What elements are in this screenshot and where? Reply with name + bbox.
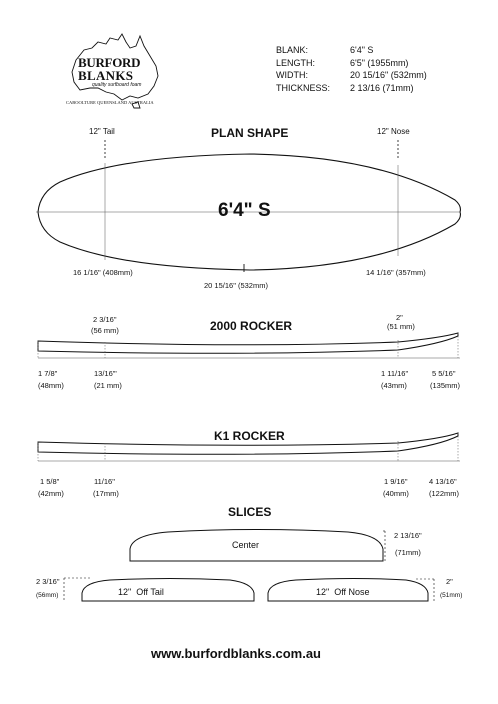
spec-label-thickness: THICKNESS:	[276, 82, 331, 93]
rocker-k1-tail12: 11/16"	[94, 477, 115, 486]
logo-line1: BURFORD	[78, 55, 141, 70]
spec-value-blank: 6'4" S	[350, 45, 374, 55]
rocker-2000-profile	[37, 332, 460, 359]
slice-tail-label: 12" Off Tail	[118, 587, 164, 597]
rocker-2000-tail12: 13/16"'	[94, 369, 117, 378]
rocker-k1-profile	[37, 432, 460, 462]
slice-center-thick: 2 13/16"	[394, 531, 422, 540]
slice-nose-thick-mm: (51mm)	[440, 592, 463, 599]
slice-center-thick-mm: (71mm)	[395, 548, 421, 557]
plan-center-width: 20 15/16" (532mm)	[204, 281, 268, 290]
slice-tail-shape	[63, 577, 255, 602]
plan-shape-title: PLAN SHAPE	[211, 126, 289, 140]
rocker-2000-title: 2000 ROCKER	[210, 319, 293, 333]
plan-center-label: 6'4" S	[218, 200, 271, 221]
rocker-k1-title: K1 ROCKER	[214, 429, 285, 443]
slice-tail-thick-mm: (56mm)	[36, 592, 59, 599]
rocker-k1-nose-end: 4 13/16"	[429, 477, 457, 486]
footer-url[interactable]: www.burfordblanks.com.au	[151, 646, 321, 661]
spec-value-length: 6'5" (1955mm)	[350, 57, 409, 68]
plan-tail-width: 16 1/16" (408mm)	[73, 268, 133, 277]
tail-12-mark-label: 12" Tail	[89, 127, 115, 136]
slice-nose-thick: 2"	[446, 577, 453, 586]
australia-map-outline	[71, 33, 159, 109]
rocker-2000-tail-end: 1 7/8"	[38, 369, 58, 378]
rocker-2000-tail-end-mm: (48mm)	[38, 381, 64, 390]
slices-title: SLICES	[228, 505, 272, 519]
slice-center-label: Center	[232, 540, 260, 550]
rocker-2000-nose12-top: 2"	[396, 313, 403, 322]
rocker-2000-nose-end: 5 5/16"	[432, 369, 456, 378]
spec-labels: BLANK: LENGTH: WIDTH: THICKNESS:	[276, 44, 330, 94]
spec-value-width: 20 15/16" (532mm)	[350, 70, 427, 80]
spec-value-thickness: 2 13/16 (71mm)	[350, 82, 414, 93]
logo-tagline: quality surfboard foam	[92, 82, 142, 88]
rocker-k1-tail12-mm: (17mm)	[93, 489, 119, 498]
logo: BURFORD BLANKS quality surfboard foam CA…	[62, 28, 172, 110]
spec-values: 6'4" S 6'5" (1955mm) 20 15/16" (532mm) 2…	[350, 44, 427, 94]
logo-location: CABOOLTURE QUEENSLAND AUSTRALIA	[66, 100, 154, 105]
rocker-2000-tail12-top-mm: (56 mm)	[91, 326, 119, 335]
slice-center-shape	[129, 529, 386, 562]
rocker-k1-nose12: 1 9/16"	[384, 477, 408, 486]
rocker-2000-nose-end-mm: (135mm)	[430, 381, 461, 390]
rocker-k1-tail-end: 1 5/8"	[40, 477, 60, 486]
logo-line2: BLANKS	[78, 68, 134, 83]
spec-label-blank: BLANK:	[276, 45, 309, 55]
rocker-2000-tail12-top: 2 3/16"	[93, 315, 117, 324]
slice-tail-thick: 2 3/16"	[36, 577, 60, 586]
spec-label-length: LENGTH:	[276, 57, 316, 68]
rocker-k1-nose-end-mm: (122mm)	[429, 489, 460, 498]
rocker-2000-tail12-mm: (21 mm)	[94, 381, 122, 390]
slice-nose-label: 12" Off Nose	[316, 587, 370, 597]
rocker-2000-nose12-mm: (43mm)	[381, 381, 407, 390]
nose-12-mark-label: 12" Nose	[377, 127, 410, 136]
spec-label-width: WIDTH:	[276, 70, 308, 80]
rocker-k1-nose12-mm: (40mm)	[383, 489, 409, 498]
rocker-2000-nose12: 1 11/16"	[381, 369, 409, 378]
rocker-k1-tail-end-mm: (42mm)	[38, 489, 64, 498]
slice-nose-shape	[267, 578, 435, 602]
rocker-2000-nose12-top-mm: (51 mm)	[387, 322, 415, 331]
plan-nose-width: 14 1/16" (357mm)	[366, 268, 426, 277]
plan-shape-outline	[36, 140, 461, 272]
